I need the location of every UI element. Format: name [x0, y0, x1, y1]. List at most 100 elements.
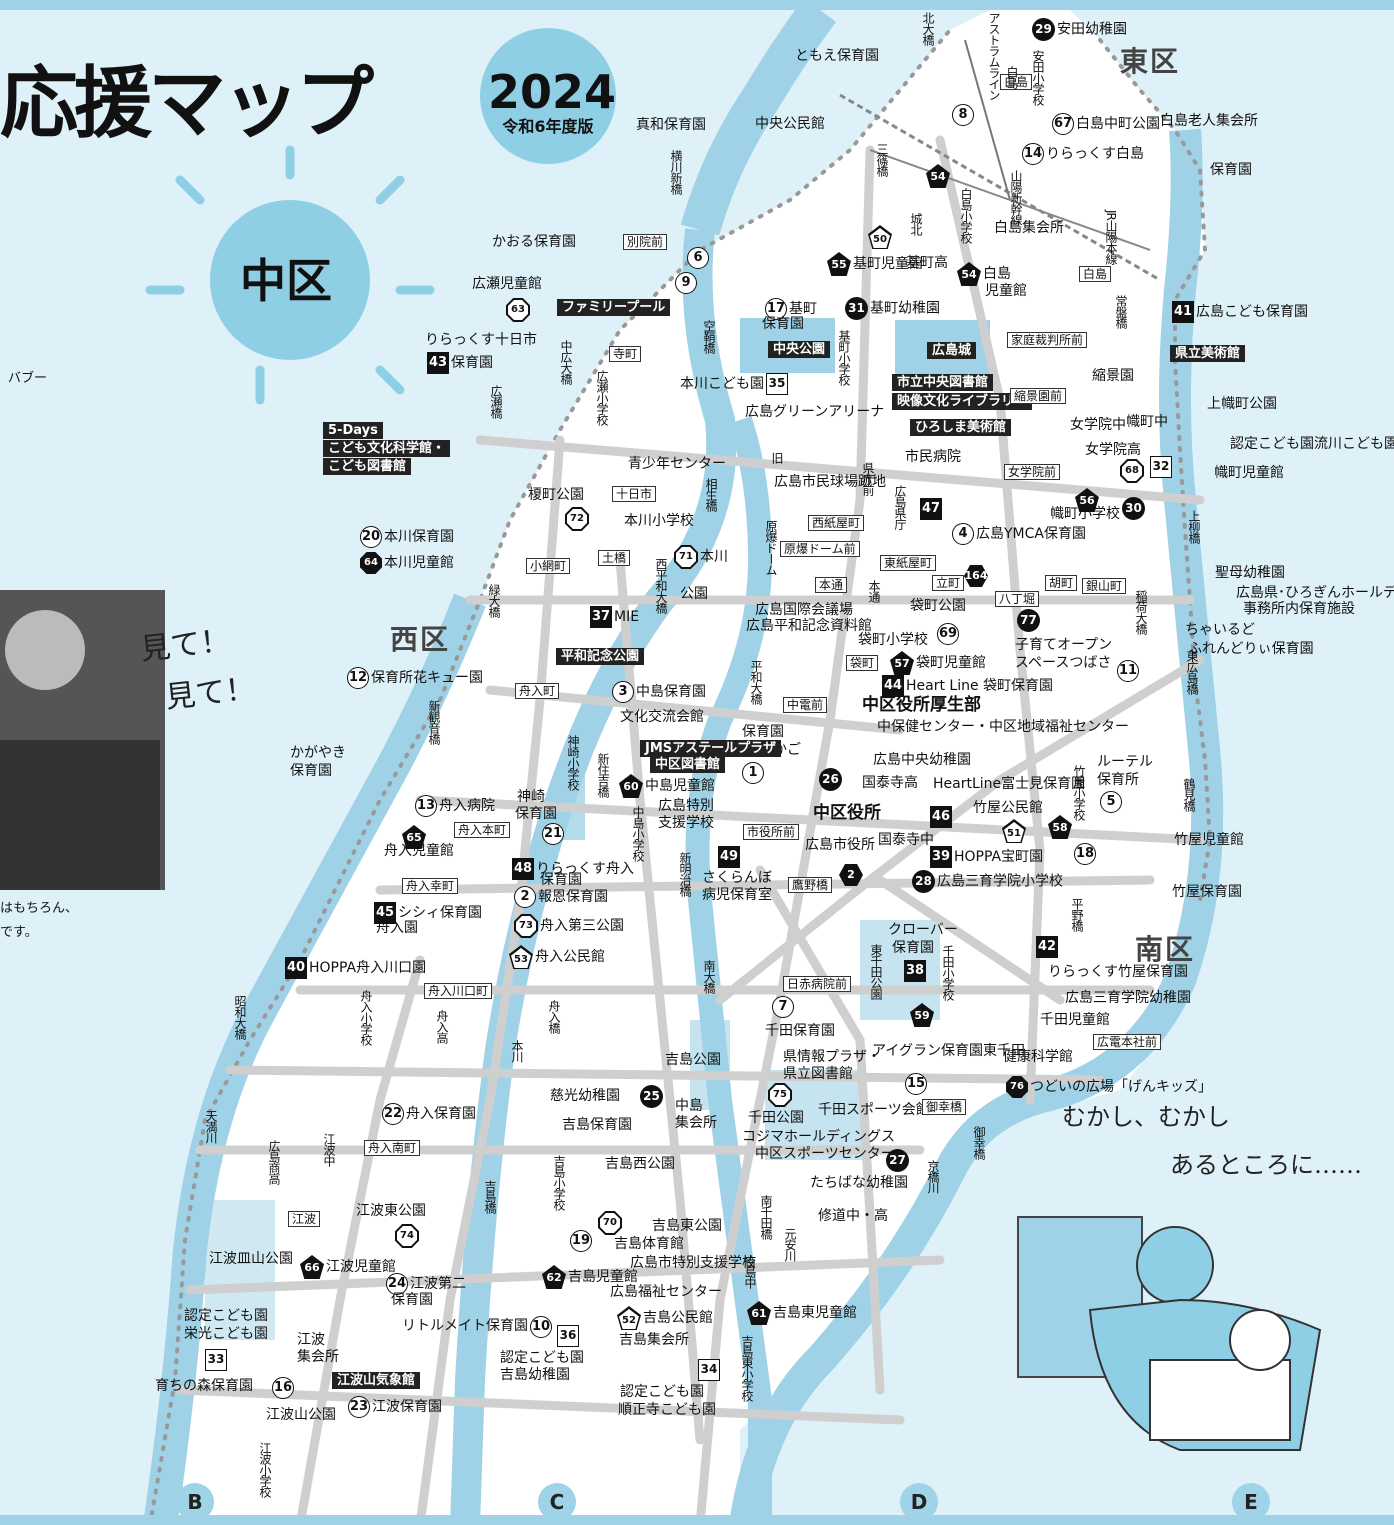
- column-C: C: [538, 1483, 576, 1521]
- facility-label-215: 認定こども園: [500, 1350, 584, 1366]
- vertical-label-40: 舟入高: [435, 1010, 449, 1043]
- facility-label-125: 21: [540, 823, 566, 845]
- marker-circ-2: 2: [514, 886, 536, 908]
- facility-label-134: 竹屋児童館: [1174, 832, 1244, 848]
- facility-label-208: リトルメイト保育園: [402, 1318, 528, 1334]
- handwriting-mite2: 見て！: [163, 671, 257, 716]
- label-text: 白島中町公園: [1076, 116, 1160, 132]
- marker-number: 53: [511, 948, 531, 968]
- label-text: 女学院中: [1070, 417, 1126, 433]
- facility-label-43: 幟町中: [1126, 414, 1168, 430]
- marker-octw-75: 75: [768, 1083, 792, 1107]
- facility-label-90: 袋町小学校: [858, 632, 928, 648]
- facility-label-104: 1: [740, 762, 766, 784]
- facility-label-2: 8: [950, 104, 976, 126]
- facility-label-110: ルーテル: [1097, 754, 1153, 770]
- facility-label-26: りらっくす十日市: [425, 332, 537, 348]
- facility-label-92: 袋町: [846, 655, 879, 671]
- facility-label-161: 7: [770, 996, 796, 1018]
- label-text: 舟入病院: [439, 798, 495, 814]
- label-text: 集会所: [675, 1115, 717, 1131]
- facility-label-34: 縮景園前: [1010, 388, 1067, 404]
- facility-label-129: 市役所前: [743, 824, 800, 840]
- vertical-label-8: JR山陽本線: [1104, 210, 1118, 264]
- label-text: 江波児童館: [326, 1259, 396, 1275]
- marker-number: 50: [870, 228, 890, 248]
- facility-label-15: 63: [504, 298, 532, 322]
- facility-label-44: 女学院高: [1085, 442, 1141, 458]
- facility-label-127: 65: [400, 825, 428, 849]
- facility-label-230: 164: [962, 565, 990, 587]
- facility-label-29: 広島城: [927, 342, 977, 359]
- label-text: 本川: [700, 549, 728, 565]
- label-text: 栄光こども園: [184, 1326, 268, 1342]
- marker-circ-14: 14: [1022, 143, 1044, 165]
- marker-circ-67: 67: [1052, 113, 1074, 135]
- label-text: 慈光幼稚園: [550, 1088, 620, 1104]
- facility-label-226: 寺町: [609, 346, 642, 362]
- vertical-label-48: 広島商高: [267, 1140, 281, 1184]
- facility-label-60: 47: [918, 498, 944, 520]
- marker-sq-46: 46: [930, 806, 952, 828]
- marker-circ-12: 12: [347, 667, 369, 689]
- label-text: 吉島東公園: [652, 1218, 722, 1234]
- marker-pento-52: 52: [617, 1306, 641, 1330]
- vertical-label-27: 平和大橋: [749, 660, 763, 704]
- label-text: 中央公民館: [755, 116, 825, 132]
- marker-hex-2: 2: [839, 864, 863, 886]
- label-text: 基町高: [906, 255, 948, 271]
- facility-label-101: 中保健センター・中区地域福祉センター: [877, 719, 1129, 735]
- marker-circ-18: 18: [1074, 843, 1096, 865]
- marker-dc-30: 30: [1122, 497, 1145, 520]
- facility-label-106: 中区図書館: [650, 756, 726, 773]
- title-year: 2024: [488, 65, 617, 119]
- label-text: 市立中央図書館: [892, 374, 994, 391]
- facility-label-216: 吉島幼稚園: [500, 1367, 570, 1383]
- marker-sq-40: 40: [285, 957, 307, 979]
- marker-pent-60: 60: [619, 774, 643, 798]
- facility-label-53: 72: [563, 507, 591, 531]
- facility-label-192: 74: [393, 1224, 421, 1248]
- facility-label-175: 25: [638, 1085, 665, 1108]
- marker-dc-29: 29: [1032, 18, 1055, 41]
- label-text: 別院前: [623, 234, 668, 250]
- label-text: 銀山町: [1082, 578, 1127, 594]
- label-text: 中区図書館: [650, 756, 726, 773]
- label-text: 立町: [932, 575, 965, 591]
- label-text: 舟入川口町: [424, 983, 493, 999]
- label-text: 広島国際会議場: [755, 602, 853, 618]
- marker-dc-26: 26: [819, 768, 842, 791]
- facility-label-69: 小網町: [526, 558, 571, 574]
- label-text: つどいの広場「げんキッズ」: [1030, 1079, 1212, 1095]
- label-text: 本川こども園: [680, 376, 764, 392]
- vertical-label-13: 中広大橋: [559, 340, 573, 384]
- vertical-label-23: 緑大橋: [487, 584, 501, 617]
- facility-label-151: クローバー: [888, 922, 958, 938]
- label-text: MIE: [614, 609, 640, 625]
- label-text: かがやき: [290, 745, 346, 761]
- marker-circ-1: 1: [742, 762, 764, 784]
- facility-label-83: 広島平和記念資料館: [746, 618, 872, 634]
- facility-label-155: りらっくす竹屋保育園: [1048, 964, 1188, 980]
- facility-label-4: 白島老人集会所: [1160, 113, 1258, 129]
- facility-label-37: 5-Days: [323, 422, 383, 439]
- label-text: 吉島公民館: [643, 1310, 713, 1326]
- label-text: 映像文化ライブラリー: [892, 393, 1033, 410]
- facility-label-139: 病児保育室: [702, 887, 772, 903]
- facility-label-142: 2: [837, 864, 865, 886]
- facility-label-84: 77: [1015, 609, 1042, 632]
- facility-label-128: 舟入児童館: [384, 843, 454, 859]
- vertical-label-52: 吉島中: [743, 1255, 757, 1288]
- label-text: 縮景園: [1092, 368, 1134, 384]
- facility-label-66: 聖母幼稚園: [1215, 565, 1285, 581]
- label-text: 八丁堀: [995, 591, 1040, 607]
- marker-circ-4: 4: [952, 523, 974, 545]
- vertical-label-38: 南大橋: [702, 960, 716, 993]
- facility-label-196: 吉島体育館: [614, 1236, 684, 1252]
